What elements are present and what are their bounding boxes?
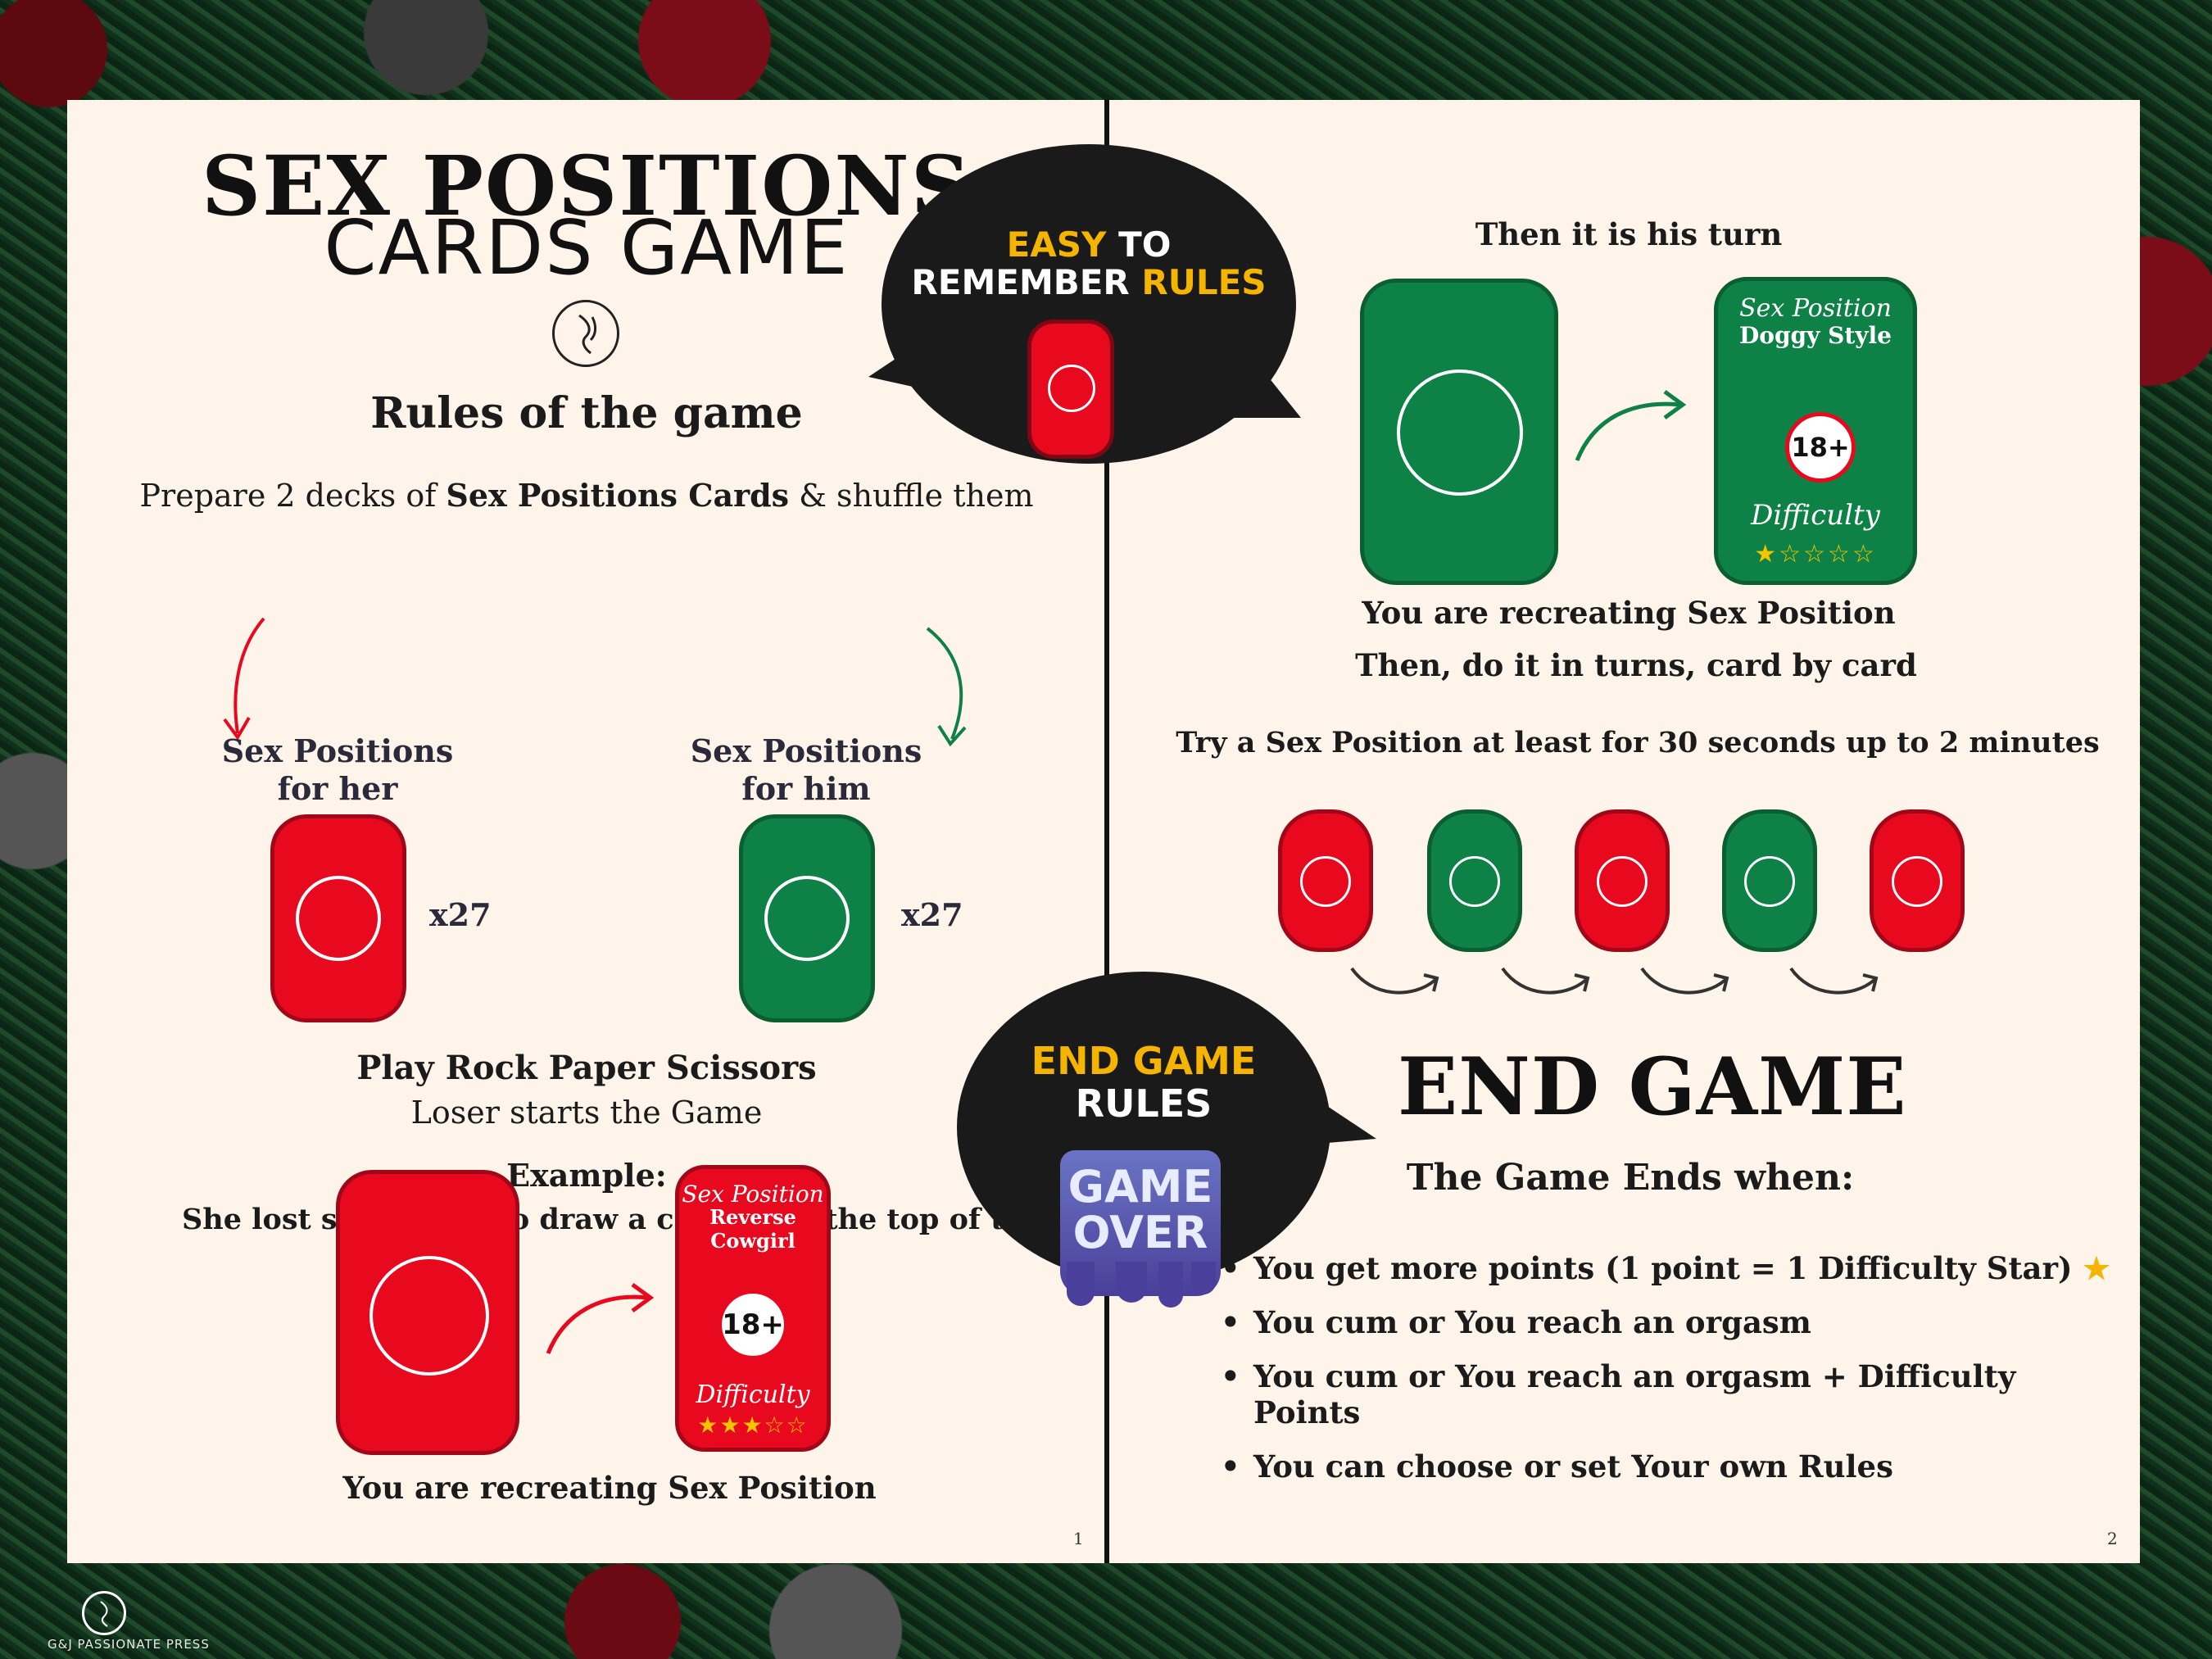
his-card-back[interactable]	[1360, 279, 1558, 585]
doggy-style-card[interactable]: Sex Position Doggy Style 18+ Difficulty …	[1714, 277, 1917, 585]
bubble-card-icon	[1027, 320, 1114, 459]
her-deck-label: Sex Positions for her	[206, 732, 469, 808]
red-arrow-icon	[223, 617, 265, 741]
end-condition-2: You cum or You reach an orgasm	[1221, 1304, 2122, 1340]
card-name: Reverse Cowgirl	[709, 1205, 796, 1253]
end-condition-1: You get more points (1 point = 1 Difficu…	[1221, 1250, 2122, 1286]
him-deck-label: Sex Positions for him	[675, 732, 937, 808]
title-line-1: SEX POSITIONS	[201, 138, 972, 234]
difficulty-stars-2: ★☆☆☆☆	[1754, 540, 1877, 569]
prepare-text: Prepare 2 decks of Sex Positions Cards &…	[67, 477, 1106, 514]
turns-text: Then, do it in turns, card by card	[1355, 647, 1917, 683]
recreating-text-1: You are recreating Sex Position	[342, 1470, 877, 1506]
end-conditions-list: You get more points (1 point = 1 Difficu…	[1221, 1250, 2122, 1496]
end-condition-3: You cum or You reach an orgasm + Difficu…	[1221, 1358, 2122, 1430]
him-deck-count: x27	[901, 896, 963, 933]
end-condition-4: You can choose or set Your own Rules	[1221, 1448, 2122, 1484]
sequence-card-2	[1427, 809, 1522, 952]
turn-arrow-icon	[1575, 389, 1687, 461]
easy-rules-line1: EASY TO	[882, 226, 1296, 264]
sequence-card-1	[1278, 809, 1373, 952]
her-label-line2: for her	[277, 770, 398, 807]
sticker-line2: OVER	[1072, 1207, 1208, 1258]
sequence-card-4	[1722, 809, 1817, 952]
bubble-word-rules: RULES	[1141, 262, 1267, 302]
card-name-2: Doggy Style	[1738, 322, 1892, 349]
example-label: Example:	[506, 1157, 667, 1194]
prepare-post: & shuffle them	[789, 478, 1034, 514]
him-label-line1: Sex Positions	[690, 732, 922, 769]
ends-when-text: The Game Ends when:	[1406, 1157, 1855, 1199]
age-badge-2: 18+	[1785, 412, 1856, 483]
bubble-rules: RULES	[1075, 1081, 1213, 1126]
him-label-line2: for him	[741, 770, 871, 807]
green-arrow-icon	[926, 627, 967, 747]
card-script: Sex Position	[682, 1181, 824, 1208]
her-deck-count: x27	[429, 896, 492, 933]
loser-text: Loser starts the Game	[410, 1095, 763, 1131]
bubble-end-game: END GAME	[1031, 1039, 1257, 1083]
recreating-text-2: You are recreating Sex Position	[1362, 595, 1896, 631]
reverse-cowgirl-card[interactable]: Sex Position Reverse Cowgirl 18+ Difficu…	[675, 1165, 831, 1452]
easy-rules-bubble: EASY TO REMEMBER RULES	[882, 144, 1296, 464]
age-badge: 18+	[722, 1294, 784, 1356]
try-text: Try a Sex Position at least for 30 secon…	[1176, 726, 2100, 759]
title-line-2: CARDS GAME	[324, 204, 850, 292]
page-number-1: 1	[1073, 1529, 1084, 1548]
sequence-card-5	[1870, 809, 1965, 952]
page-number-2: 2	[2107, 1529, 2118, 1548]
easy-rules-line2: REMEMBER RULES	[882, 264, 1296, 301]
example-text: She lost so she has to draw a card from …	[182, 1203, 1044, 1236]
page-right: Then it is his turn Sex Position Doggy S…	[1109, 100, 2140, 1563]
end-game-title: END GAME	[1398, 1040, 1907, 1133]
sequence-arrows	[1350, 967, 1879, 995]
her-label-line1: Sex Positions	[221, 732, 454, 769]
sequence-card-3	[1575, 809, 1670, 952]
page-divider	[1104, 100, 1109, 1563]
end-condition-1-text: You get more points (1 point = 1 Difficu…	[1253, 1250, 2073, 1286]
her-deck-card[interactable]	[270, 814, 406, 1022]
logo-icon	[552, 300, 619, 367]
card-difficulty: Difficulty	[696, 1380, 810, 1409]
prepare-pre: Prepare 2 decks of	[139, 478, 446, 514]
sticker-drips	[1060, 1262, 1221, 1308]
card-difficulty-2: Difficulty	[1751, 499, 1880, 532]
rps-text: Play Rock Paper Scissors	[356, 1049, 817, 1087]
prepare-bold: Sex Positions Cards	[446, 477, 790, 514]
bubble-word-remember: REMEMBER	[911, 262, 1130, 302]
his-turn-text: Then it is his turn	[1475, 216, 1783, 252]
drawn-card-back[interactable]	[336, 1170, 519, 1455]
difficulty-stars: ★★★☆☆	[697, 1412, 809, 1439]
brand-name: G&J PASSIONATE PRESS	[48, 1637, 210, 1652]
rules-heading: Rules of the game	[370, 388, 803, 438]
sticker-line1: GAME	[1067, 1161, 1213, 1213]
card-script-2: Sex Position	[1739, 294, 1892, 323]
star-icon: ★	[2083, 1250, 2110, 1286]
bubble-word-to: TO	[1118, 224, 1172, 265]
him-deck-card[interactable]	[739, 814, 875, 1022]
brand-logo-icon	[82, 1591, 126, 1635]
draw-arrow-icon	[546, 1282, 655, 1354]
bubble-word-easy: EASY	[1006, 224, 1107, 265]
